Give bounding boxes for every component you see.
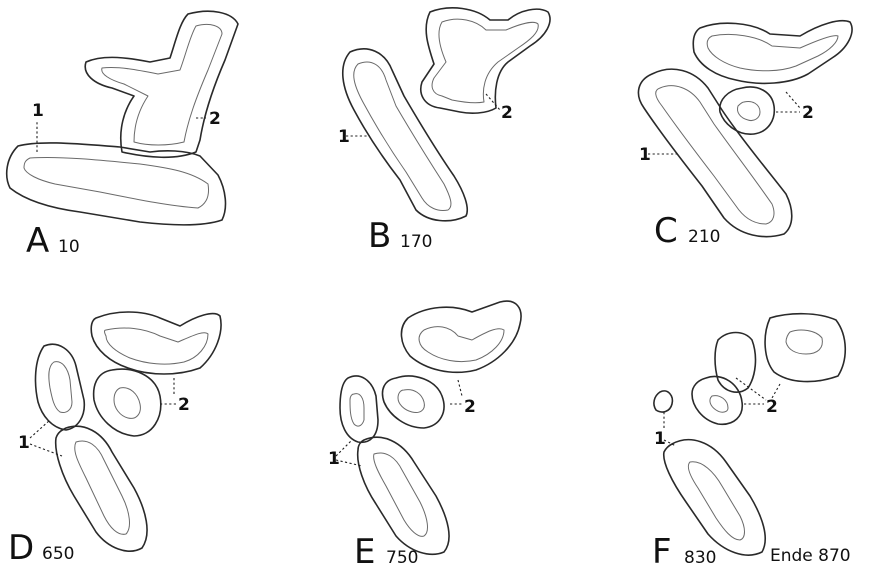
panel-b-label-2: 2 — [501, 103, 513, 123]
panel-a: 1 2 A 10 — [7, 11, 238, 261]
panel-e-structure-1b-inner — [374, 453, 428, 536]
panel-d-structure-2b-inner — [114, 388, 140, 419]
panel-e-structure-2a-inner — [419, 327, 504, 362]
panel-e-letter: E — [354, 532, 375, 566]
panel-e-structure-2b-outer — [383, 376, 444, 428]
panel-f-label-2: 2 — [766, 397, 778, 417]
panel-e-structure-1a-inner — [350, 394, 364, 426]
panel-c-structure-2-inner — [707, 34, 838, 70]
panel-c-structure-2b-inner — [737, 101, 760, 120]
panel-a-letter: A — [26, 221, 49, 261]
panel-e-label-1: 1 — [328, 449, 340, 469]
panel-d-structure-1a-outer — [36, 344, 85, 430]
panel-a-label-1: 1 — [32, 101, 44, 121]
panel-d: 1 2 D 650 — [8, 312, 221, 566]
panel-f-structure-2b-inner — [786, 330, 822, 354]
panel-b: 1 2 B 170 — [338, 8, 550, 256]
panel-c-structure-2-outer — [693, 21, 852, 84]
panel-d-leader-1a — [30, 420, 50, 438]
panel-a-structure-1-outer — [7, 143, 226, 225]
panel-b-label-1: 1 — [338, 127, 350, 147]
panel-b-structure-2-inner — [432, 19, 538, 103]
panel-f-structure-1b-inner — [688, 462, 744, 540]
panel-d-number: 650 — [42, 544, 74, 564]
panel-e-leader-2b — [458, 380, 462, 396]
panel-b-structure-2-outer — [421, 8, 550, 113]
panel-d-structure-1a-inner — [49, 362, 72, 413]
panel-e: 1 2 E 750 — [328, 301, 521, 566]
panel-a-structure-2-outer — [85, 11, 238, 157]
panel-e-structure-1a-outer — [340, 376, 378, 442]
panel-e-label-2: 2 — [464, 397, 476, 417]
panel-a-structure-1-inner — [24, 157, 209, 208]
panel-d-letter: D — [8, 528, 34, 566]
panel-e-structure-2b-inner — [398, 390, 424, 413]
panel-c-leader-2a — [786, 92, 800, 108]
panel-c-label-2: 2 — [802, 103, 814, 123]
panel-c-letter: C — [654, 211, 678, 251]
panel-f-structure-2c-outer — [692, 376, 742, 424]
panel-f-leader-2b — [772, 384, 780, 398]
panel-b-number: 170 — [400, 232, 432, 252]
panel-a-structure-2-inner — [102, 24, 222, 145]
panel-a-label-2: 2 — [209, 109, 221, 129]
end-note: Ende 870 — [770, 546, 851, 566]
panel-f-letter: F — [652, 532, 672, 566]
panel-f-structure-2c-inner — [710, 396, 728, 413]
panel-d-leader-1b — [30, 444, 62, 456]
panel-c-label-1: 1 — [639, 145, 651, 165]
panel-a-number: 10 — [58, 237, 80, 257]
panel-f-structure-1b-outer — [664, 440, 765, 555]
panel-c-structure-1-inner — [656, 86, 774, 224]
panel-d-label-2: 2 — [178, 395, 190, 415]
panel-b-letter: B — [368, 216, 391, 256]
panel-d-structure-2a-outer — [91, 312, 221, 374]
panel-f-number: 830 — [684, 548, 716, 566]
panel-c-structure-2b-outer — [720, 87, 775, 134]
panel-e-number: 750 — [386, 548, 418, 566]
panel-b-leader-2 — [486, 94, 500, 110]
panel-d-structure-1b-inner — [75, 441, 130, 534]
panel-f-structure-2b-outer — [765, 314, 845, 382]
panel-b-structure-1-inner — [354, 62, 451, 211]
panel-d-structure-2a-inner — [105, 328, 209, 364]
panel-c-number: 210 — [688, 227, 720, 247]
panel-d-label-1: 1 — [18, 433, 30, 453]
panel-d-structure-1b-outer — [56, 426, 147, 551]
panel-f-structure-1a-outer — [654, 391, 672, 412]
panel-f-label-1: 1 — [654, 429, 666, 449]
panel-f: 1 2 F 830 Ende 870 — [652, 314, 851, 566]
panel-c: 1 2 C 210 — [638, 21, 852, 251]
panel-f-structure-2a-outer — [715, 333, 755, 393]
panel-d-structure-2b-outer — [94, 369, 161, 436]
